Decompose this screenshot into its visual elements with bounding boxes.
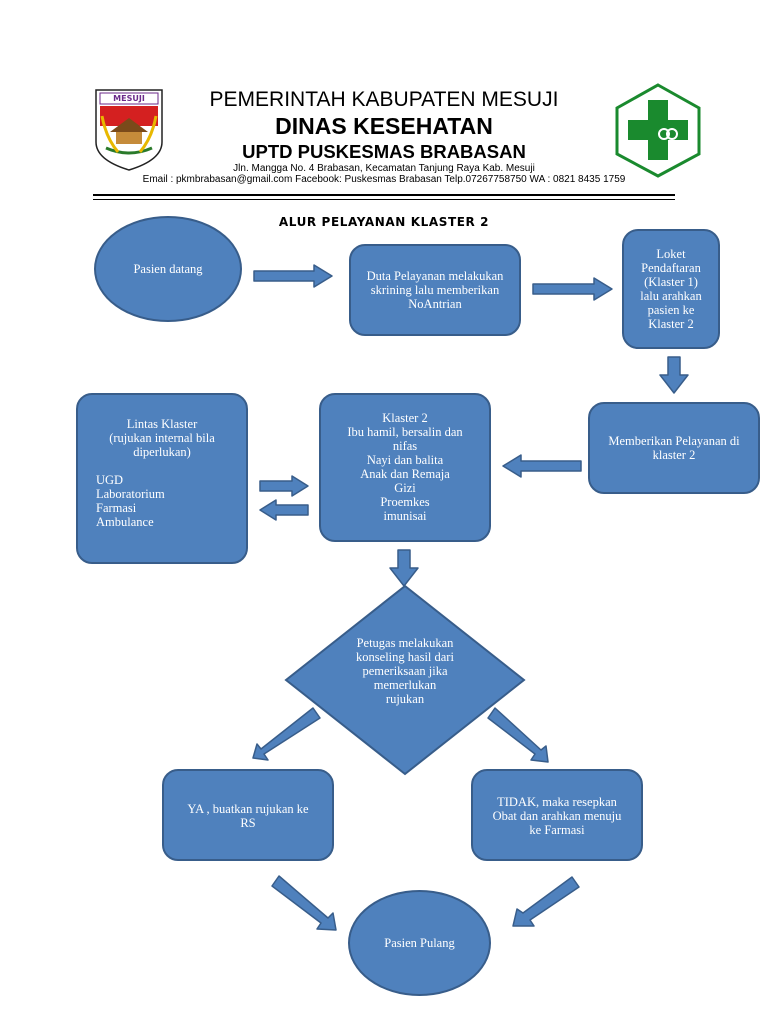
header-contact: Email : pkmbrabasan@gmail.com Facebook: … — [142, 174, 626, 185]
page-title: ALUR PELAYANAN KLASTER 2 — [278, 215, 490, 229]
lintas-klaster-node: Lintas Klaster (rujukan internal bila di… — [76, 393, 248, 564]
health-cross-logo — [612, 82, 704, 178]
arrow-right-icon — [532, 277, 613, 301]
arrow-right-icon — [259, 475, 309, 497]
emblem-text: MESUJI — [113, 94, 145, 103]
header-line-1: PEMERINTAH KABUPATEN MESUJI — [209, 88, 559, 111]
arrow-down-right-icon — [487, 707, 549, 763]
petugas-diamond-shape — [284, 584, 526, 776]
loket-pendaftaran-node: Loket Pendaftaran (Klaster 1) lalu arahk… — [622, 229, 720, 349]
header-address: Jln. Mangga No. 4 Brabasan, Kecamatan Ta… — [233, 163, 535, 174]
arrow-down-icon — [659, 356, 689, 394]
arrow-down-right-icon — [271, 875, 337, 931]
klaster-2-node: Klaster 2 Ibu hamil, bersalin dan nifas … — [319, 393, 491, 542]
header-divider-thin — [93, 199, 675, 200]
arrow-left-icon — [502, 454, 582, 478]
arrow-left-icon — [259, 499, 309, 521]
pasien-datang-node: Pasien datang — [94, 216, 242, 322]
petugas-decision-text: Petugas melakukan konseling hasil dari p… — [356, 636, 454, 706]
header-divider — [93, 194, 675, 196]
tidak-resep-node: TIDAK, maka resepkan Obat dan arahkan me… — [471, 769, 643, 861]
pasien-pulang-node: Pasien Pulang — [348, 890, 491, 996]
arrow-down-icon — [389, 549, 419, 587]
memberikan-pelayanan-node: Memberikan Pelayanan di klaster 2 — [588, 402, 760, 494]
arrow-down-left-icon — [512, 876, 580, 927]
lintas-klaster-list: UGD Laboratorium Farmasi Ambulance — [96, 473, 165, 529]
duta-pelayanan-node: Duta Pelayanan melakukan skrining lalu m… — [349, 244, 521, 336]
arrow-right-icon — [253, 264, 333, 288]
ya-rujukan-node: YA , buatkan rujukan ke RS — [162, 769, 334, 861]
arrow-down-left-icon — [252, 707, 321, 761]
mesuji-emblem-logo: MESUJI — [92, 88, 166, 172]
header-line-2: DINAS KESEHATAN — [275, 113, 493, 139]
header-line-3: UPTD PUSKESMAS BRABASAN — [242, 141, 526, 162]
